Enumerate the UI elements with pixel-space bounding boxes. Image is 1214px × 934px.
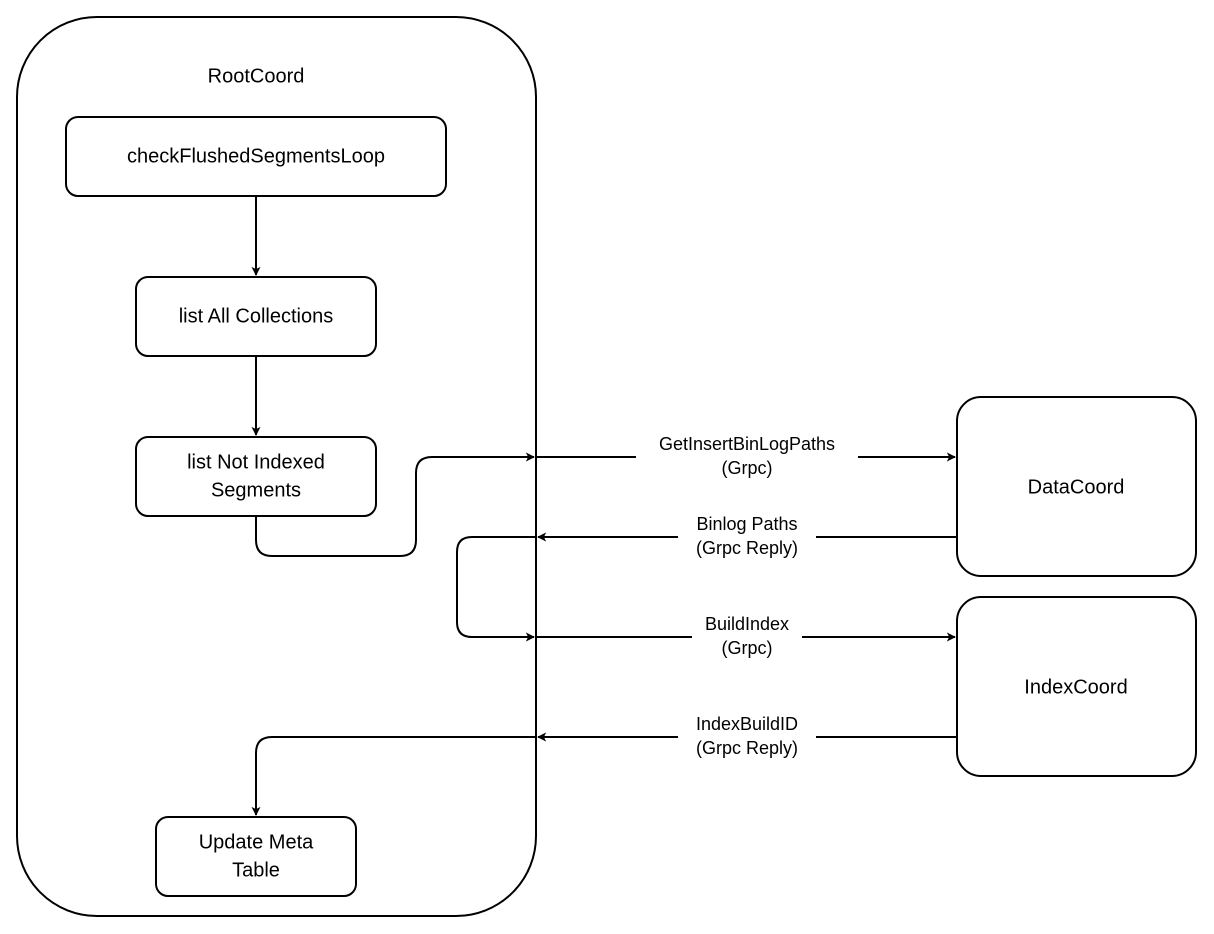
message-index-build-id-line-2: (Grpc Reply)	[696, 738, 798, 758]
node-check-flushed-segments-loop: checkFlushedSegmentsLoop	[65, 116, 447, 197]
node-list-not-indexed-segments-label-line-2: Segments	[211, 479, 301, 501]
message-get-insert-binlog-paths-line-2: (Grpc)	[722, 458, 773, 478]
message-get-insert-binlog-paths-line-1: GetInsertBinLogPaths	[659, 434, 835, 454]
edge-boundary-to-update-meta-table	[251, 736, 536, 816]
node-update-meta-table-label-line-1: Update Meta	[199, 831, 314, 853]
node-indexcoord: IndexCoord	[956, 596, 1197, 777]
edge-binlog-paths-to-build-index	[456, 536, 536, 642]
node-list-not-indexed-segments: list Not Indexed Segments	[135, 436, 377, 517]
message-binlog-paths: Binlog Paths (Grpc Reply)	[537, 510, 957, 562]
message-get-insert-binlog-paths: GetInsertBinLogPaths (Grpc)	[536, 430, 956, 482]
message-build-index: BuildIndex (Grpc)	[536, 610, 956, 662]
message-index-build-id-line-1: IndexBuildID	[696, 714, 798, 734]
node-check-flushed-segments-loop-label: checkFlushedSegmentsLoop	[127, 145, 385, 167]
message-build-index-line-1: BuildIndex	[705, 614, 789, 634]
node-list-all-collections: list All Collections	[135, 276, 377, 357]
node-datacoord-label: DataCoord	[1028, 476, 1125, 498]
node-update-meta-table: Update Meta Table	[155, 816, 357, 897]
node-update-meta-table-label-line-2: Table	[232, 859, 280, 881]
node-indexcoord-label: IndexCoord	[1024, 676, 1127, 698]
node-datacoord: DataCoord	[956, 396, 1197, 577]
node-list-not-indexed-segments-label-line-1: list Not Indexed	[187, 451, 325, 473]
message-build-index-line-2: (Grpc)	[722, 638, 773, 658]
message-index-build-id: IndexBuildID (Grpc Reply)	[537, 710, 957, 762]
message-binlog-paths-line-1: Binlog Paths	[696, 514, 797, 534]
message-binlog-paths-line-2: (Grpc Reply)	[696, 538, 798, 558]
node-list-all-collections-label: list All Collections	[179, 305, 334, 327]
edge-list-not-indexed-to-boundary	[255, 452, 535, 557]
rootcoord-title: RootCoord	[208, 65, 305, 87]
